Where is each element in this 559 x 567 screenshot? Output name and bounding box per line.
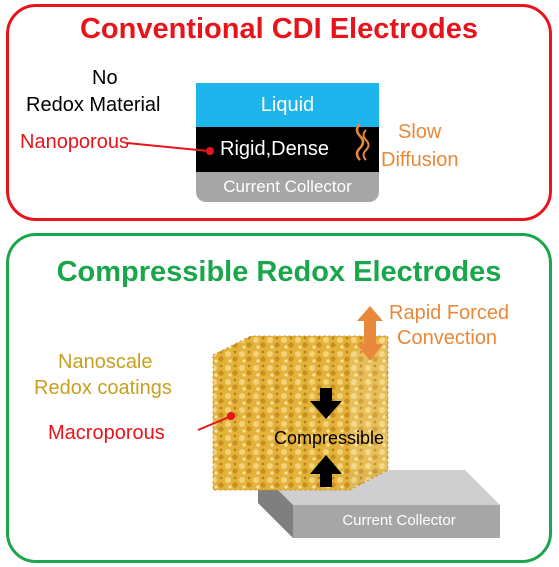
collector-front-face — [293, 505, 500, 538]
nanoscale-coatings-line2: Redox coatings — [34, 377, 172, 399]
foam-top-face — [213, 336, 388, 355]
foam-side-face — [350, 336, 388, 490]
compressible-redox-title: Compressible Redox Electrodes — [56, 256, 502, 288]
nanoporous-leader-line — [126, 142, 209, 152]
down-arrow — [310, 388, 342, 419]
bottom-current-collector-label: Current Collector — [342, 512, 456, 529]
macroporous-dot — [227, 412, 235, 420]
top-current-collector: Current Collector — [196, 172, 379, 202]
slow-diffusion-squiggle — [355, 123, 365, 161]
liquid-label: Liquid — [260, 93, 315, 116]
rigid-dense-layer: Rigid,Dense — [196, 127, 379, 172]
liquid-layer: Liquid — [196, 83, 379, 127]
no-redox-label-line2: Redox Material — [26, 94, 161, 116]
slow-diffusion-squiggle-2 — [362, 129, 370, 161]
macroporous-leader-line — [197, 416, 230, 431]
nanoscale-coatings-line1: Nanoscale — [58, 351, 153, 373]
slow-diffusion-line2: Diffusion — [381, 149, 459, 171]
slow-diffusion-line1: Slow — [398, 121, 442, 143]
rigid-dense-label: Rigid,Dense — [220, 138, 329, 160]
no-redox-label-line1: No — [92, 67, 118, 89]
rapid-convection-line2: Convection — [397, 327, 498, 349]
nanoporous-dot — [206, 147, 214, 155]
rapid-convection-line1: Rapid Forced — [389, 302, 510, 324]
up-arrow — [310, 455, 342, 487]
rapid-convection-arrow — [357, 306, 383, 361]
macroporous-label: Macroporous — [48, 422, 165, 444]
conventional-cdi-title: Conventional CDI Electrodes — [79, 13, 478, 45]
compressible-label: Compressible — [274, 428, 385, 448]
top-current-collector-label: Current Collector — [223, 177, 352, 196]
nanoporous-label: Nanoporous — [20, 131, 129, 153]
